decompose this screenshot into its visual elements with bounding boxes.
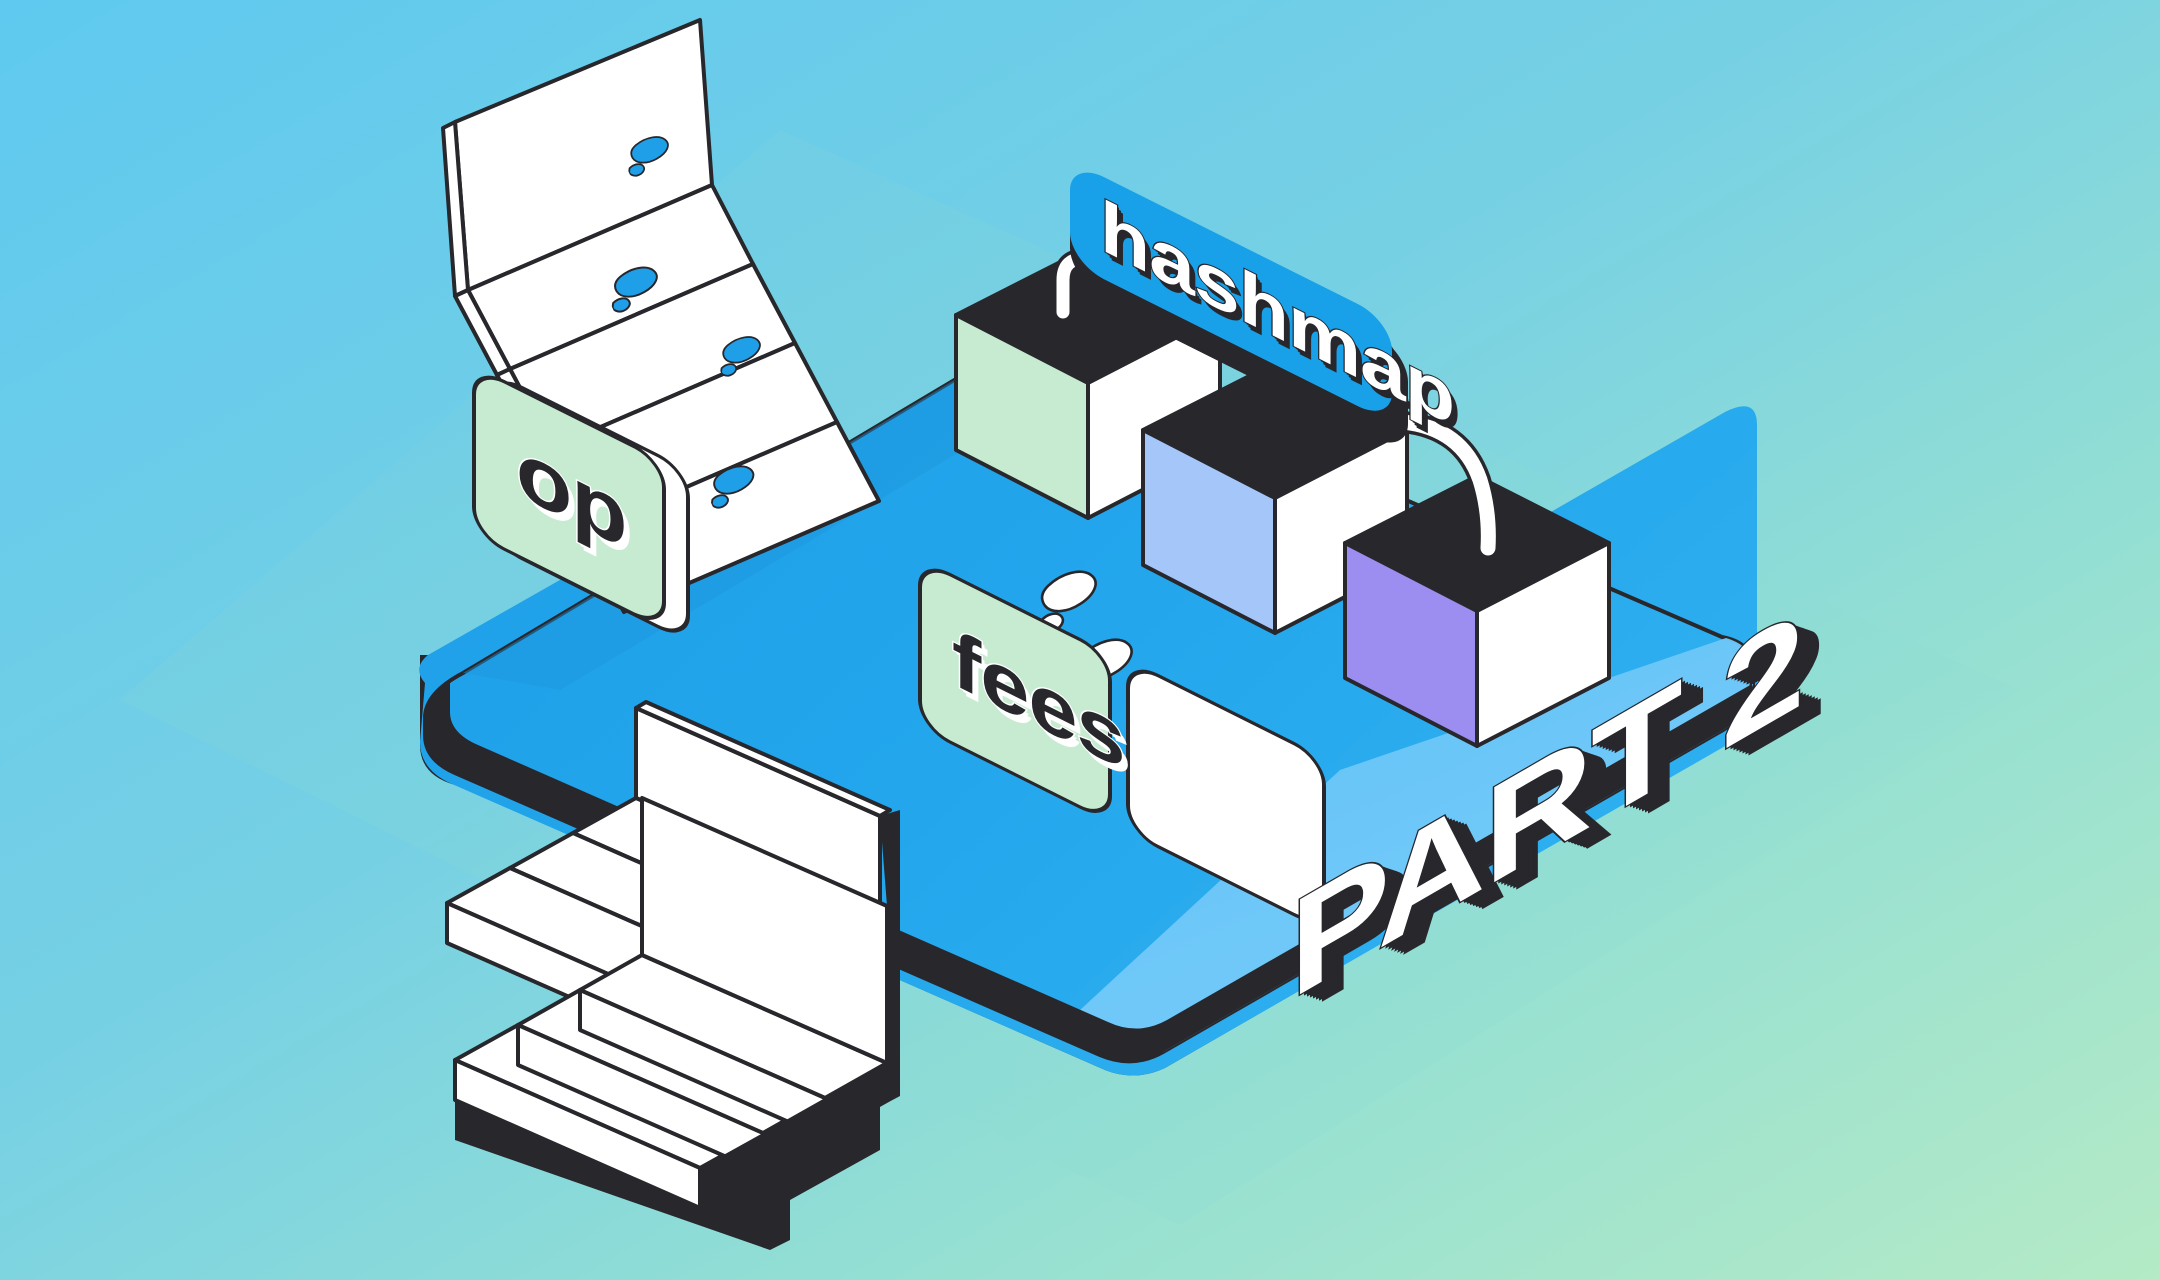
purple-box [1343, 474, 1611, 748]
hashmap-badge-face [1070, 172, 1392, 411]
op-label-face [472, 375, 666, 620]
fees-label[interactable]: fees fees fees [918, 560, 1326, 930]
op-label[interactable]: op op op [472, 367, 690, 642]
fees-label-face [918, 568, 1112, 813]
purple-box-right [1475, 541, 1611, 748]
lower-staircase [445, 700, 900, 1250]
upper-staircase [441, 18, 881, 614]
